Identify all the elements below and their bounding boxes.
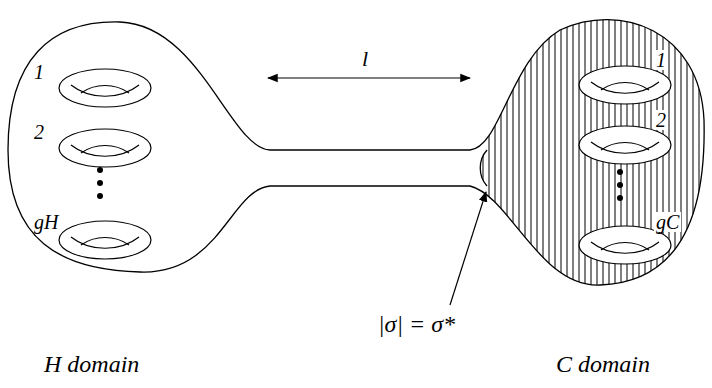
- handle-number: 1: [34, 62, 44, 82]
- genus-label: gC: [654, 212, 681, 232]
- handle-hole: [59, 129, 151, 167]
- handle-number: 2: [34, 122, 44, 142]
- length-arrow: [268, 77, 470, 78]
- genus-label: gH: [34, 212, 58, 232]
- handles: [59, 66, 671, 264]
- handle-curve: [71, 237, 139, 248]
- domain-label: H domain: [44, 352, 139, 376]
- domain-label: C domain: [556, 352, 650, 376]
- neck-cross-section: [480, 150, 487, 186]
- handle-curve: [81, 238, 129, 246]
- handle-curve: [601, 143, 649, 151]
- handle-hole: [579, 66, 671, 104]
- handle-curve: [81, 146, 129, 154]
- handle-curve: [591, 142, 659, 153]
- handle-hole: [59, 69, 151, 107]
- handle-curve: [81, 86, 129, 94]
- handle-curve: [601, 243, 649, 251]
- handle-hole: [579, 126, 671, 164]
- handle-curve: [601, 83, 649, 91]
- leader-arrow: [450, 192, 486, 305]
- length-label: l: [362, 48, 368, 70]
- handle-number: 2: [654, 110, 668, 130]
- ellipsis-dots: [97, 167, 623, 201]
- handle-curve: [71, 145, 139, 156]
- sigma-label: |σ| = σ*: [378, 312, 455, 336]
- handle-curve: [591, 82, 659, 93]
- handle-curve: [71, 85, 139, 96]
- handle-hole: [59, 221, 151, 259]
- surface-outline: [8, 20, 704, 285]
- handle-curve: [591, 242, 659, 253]
- c-domain-hatching: [480, 0, 712, 388]
- handle-number: 1: [654, 50, 668, 70]
